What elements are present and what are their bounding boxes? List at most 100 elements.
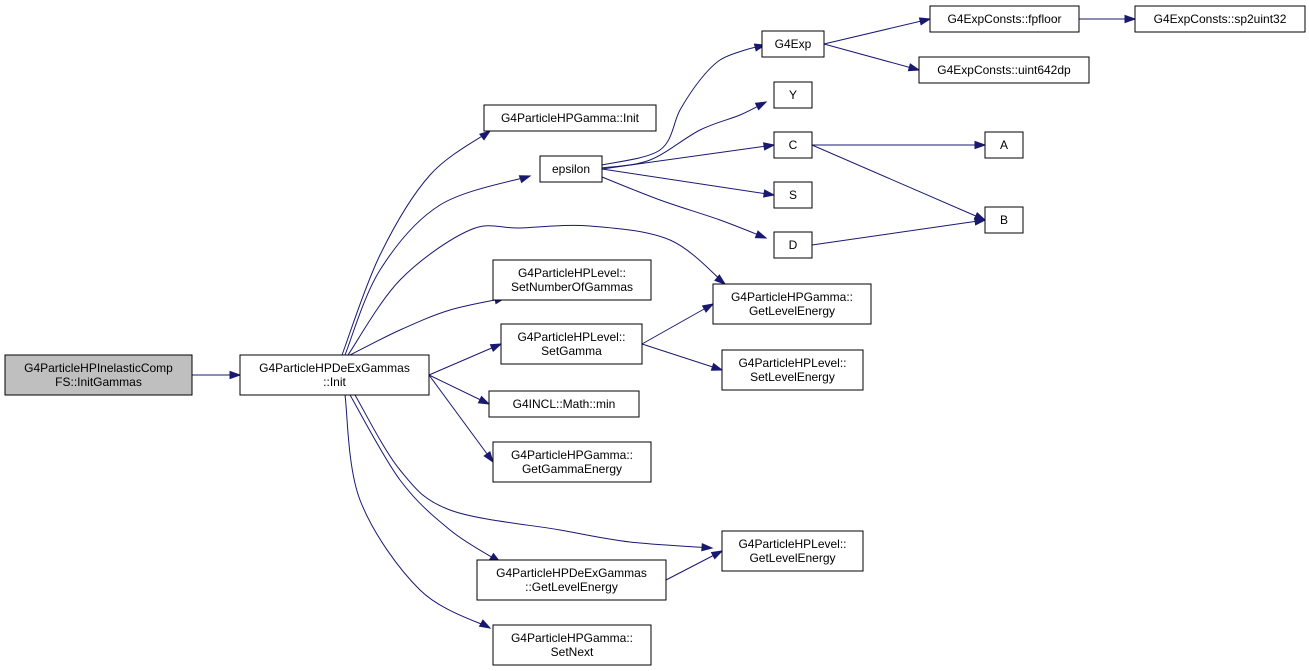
node-label-deex_init-line-1: ::Init <box>323 375 346 389</box>
node-label-g4exp-line-0: G4Exp <box>775 37 812 51</box>
node-box-getgammaenergy[interactable] <box>492 441 652 483</box>
node-label-setgamma-line-1: SetGamma <box>541 344 602 358</box>
node-box-mathmin[interactable] <box>488 390 640 418</box>
node-label-getgammaenergy-line-0: G4ParticleHPGamma:: <box>511 448 633 462</box>
node-label-level_getlevelenergy-line-0: G4ParticleHPLevel:: <box>738 537 846 551</box>
node-box-setnext[interactable] <box>492 624 652 666</box>
nodes-layer: G4ParticleHPInelasticCompFS::InitGammasG… <box>4 5 1306 666</box>
node-box-S[interactable] <box>773 181 813 209</box>
node-label-gamma_getlevelenergy-line-0: G4ParticleHPGamma:: <box>731 290 853 304</box>
node-label-setnext-line-1: SetNext <box>551 645 594 659</box>
node-label-B-line-0: B <box>1000 213 1008 227</box>
node-fpfloor[interactable]: G4ExpConsts::fpfloor <box>929 5 1080 33</box>
edge-D-to-B <box>811 219 986 246</box>
node-box-uint642dp[interactable] <box>918 56 1090 84</box>
node-box-fpfloor[interactable] <box>929 5 1080 33</box>
edge-epsilon-to-g4exp <box>601 44 766 166</box>
node-box-deex_getlevelenergy[interactable] <box>476 559 667 601</box>
edge-deex_init-to-getgammaenergy-arrowhead <box>483 451 494 464</box>
node-box-setlevelenergy[interactable] <box>721 349 864 391</box>
edge-setgamma-to-setlevelenergy <box>641 343 723 371</box>
edge-deex_init-to-gamma_getlevelenergy-arrowhead <box>714 274 727 285</box>
node-g4exp[interactable]: G4Exp <box>761 30 825 58</box>
node-getgammaenergy[interactable]: G4ParticleHPGamma::GetGammaEnergy <box>492 441 652 483</box>
node-setnext[interactable]: G4ParticleHPGamma::SetNext <box>492 624 652 666</box>
node-box-g4exp[interactable] <box>761 30 825 58</box>
edge-epsilon-to-S <box>601 168 775 196</box>
edge-deex_init-to-gamma_init <box>341 130 491 356</box>
node-setnumgammas[interactable]: G4ParticleHPLevel::SetNumberOfGammas <box>492 259 652 301</box>
node-label-deex_getlevelenergy-line-1: ::GetLevelEnergy <box>525 580 618 594</box>
node-gamma_init[interactable]: G4ParticleHPGamma::Init <box>483 104 657 132</box>
node-Y[interactable]: Y <box>773 81 813 109</box>
edge-setgamma-to-gamma_getlevelenergy-arrowhead <box>701 303 715 313</box>
node-box-setnumgammas[interactable] <box>492 259 652 301</box>
node-deex_getlevelenergy[interactable]: G4ParticleHPDeExGammas::GetLevelEnergy <box>476 559 667 601</box>
edge-deex_init-to-gamma_init-arrowhead <box>479 130 492 141</box>
node-label-A-line-0: A <box>1000 138 1008 152</box>
node-deex_init[interactable]: G4ParticleHPDeExGammas::Init <box>239 354 430 396</box>
node-label-D-line-0: D <box>789 238 798 252</box>
node-uint642dp[interactable]: G4ExpConsts::uint642dp <box>918 56 1090 84</box>
node-A[interactable]: A <box>984 131 1024 159</box>
node-D[interactable]: D <box>773 231 813 259</box>
node-label-root-line-1: FS::InitGammas <box>55 375 142 389</box>
node-box-C[interactable] <box>773 131 813 159</box>
node-box-gamma_getlevelenergy[interactable] <box>712 283 872 325</box>
edge-deex_init-to-setnumgammas <box>349 297 506 356</box>
node-label-deex_init-line-0: G4ParticleHPDeExGammas <box>259 361 410 375</box>
node-label-root-line-0: G4ParticleHPInelasticComp <box>24 361 173 375</box>
node-box-D[interactable] <box>773 231 813 259</box>
node-box-deex_init[interactable] <box>239 354 430 396</box>
edge-deex_init-to-epsilon-arrowhead <box>518 175 532 184</box>
edge-deex_init-to-gamma_getlevelenergy <box>347 224 726 356</box>
node-epsilon[interactable]: epsilon <box>539 155 603 183</box>
node-box-setgamma[interactable] <box>500 323 643 365</box>
edge-epsilon-to-C-arrowhead <box>763 142 776 151</box>
node-box-epsilon[interactable] <box>539 155 603 183</box>
edge-C-to-A-arrowhead <box>974 140 987 150</box>
node-box-level_getlevelenergy[interactable] <box>721 530 864 572</box>
node-label-epsilon-line-0: epsilon <box>552 162 590 176</box>
node-box-Y[interactable] <box>773 81 813 109</box>
edge-deex_init-to-deex_getlevelenergy <box>349 394 501 563</box>
node-label-setlevelenergy-line-0: G4ParticleHPLevel:: <box>738 356 846 370</box>
edge-fpfloor-to-sp2uint32-arrowhead <box>1124 14 1137 24</box>
edge-epsilon-to-Y-arrowhead <box>754 101 768 111</box>
node-label-deex_getlevelenergy-line-0: G4ParticleHPDeExGammas <box>496 566 647 580</box>
node-sp2uint32[interactable]: G4ExpConsts::sp2uint32 <box>1134 5 1306 33</box>
node-label-uint642dp-line-0: G4ExpConsts::uint642dp <box>937 63 1071 77</box>
edge-deex_init-to-level_getlevelenergy <box>354 394 713 549</box>
edge-deex_getlevelenergy-to-level_getlevelenergy <box>665 550 723 581</box>
edge-g4exp-to-uint642dp <box>823 43 920 71</box>
edge-setgamma-to-gamma_getlevelenergy <box>641 303 714 345</box>
node-box-B[interactable] <box>984 206 1024 234</box>
edge-deex_init-to-setgamma <box>428 343 502 376</box>
node-setgamma[interactable]: G4ParticleHPLevel::SetGamma <box>500 323 643 365</box>
node-mathmin[interactable]: G4INCL::Math::min <box>488 390 640 418</box>
node-label-fpfloor-line-0: G4ExpConsts::fpfloor <box>947 12 1061 26</box>
node-gamma_getlevelenergy[interactable]: G4ParticleHPGamma::GetLevelEnergy <box>712 283 872 325</box>
node-box-root[interactable] <box>4 354 193 396</box>
node-level_getlevelenergy[interactable]: G4ParticleHPLevel::GetLevelEnergy <box>721 530 864 572</box>
node-box-A[interactable] <box>984 131 1024 159</box>
edge-epsilon-to-D <box>601 176 767 239</box>
edge-deex_init-to-epsilon <box>344 175 531 356</box>
node-label-gamma_init-line-0: G4ParticleHPGamma::Init <box>501 111 640 125</box>
node-label-getgammaenergy-line-1: GetGammaEnergy <box>522 462 622 476</box>
edge-deex_init-to-setnext <box>344 394 491 629</box>
edge-deex_init-to-setgamma-arrowhead <box>489 343 503 353</box>
node-B[interactable]: B <box>984 206 1024 234</box>
node-label-setgamma-line-0: G4ParticleHPLevel:: <box>517 330 625 344</box>
edge-deex_init-to-setnext-arrowhead <box>478 619 492 629</box>
edge-epsilon-to-D-arrowhead <box>754 230 768 239</box>
node-S[interactable]: S <box>773 181 813 209</box>
node-setlevelenergy[interactable]: G4ParticleHPLevel::SetLevelEnergy <box>721 349 864 391</box>
edge-deex_getlevelenergy-to-level_getlevelenergy-arrowhead <box>710 550 724 560</box>
edge-g4exp-to-uint642dp-arrowhead <box>907 63 921 72</box>
node-C[interactable]: C <box>773 131 813 159</box>
node-label-setlevelenergy-line-1: SetLevelEnergy <box>750 370 835 384</box>
node-box-sp2uint32[interactable] <box>1134 5 1306 33</box>
node-box-gamma_init[interactable] <box>483 104 657 132</box>
